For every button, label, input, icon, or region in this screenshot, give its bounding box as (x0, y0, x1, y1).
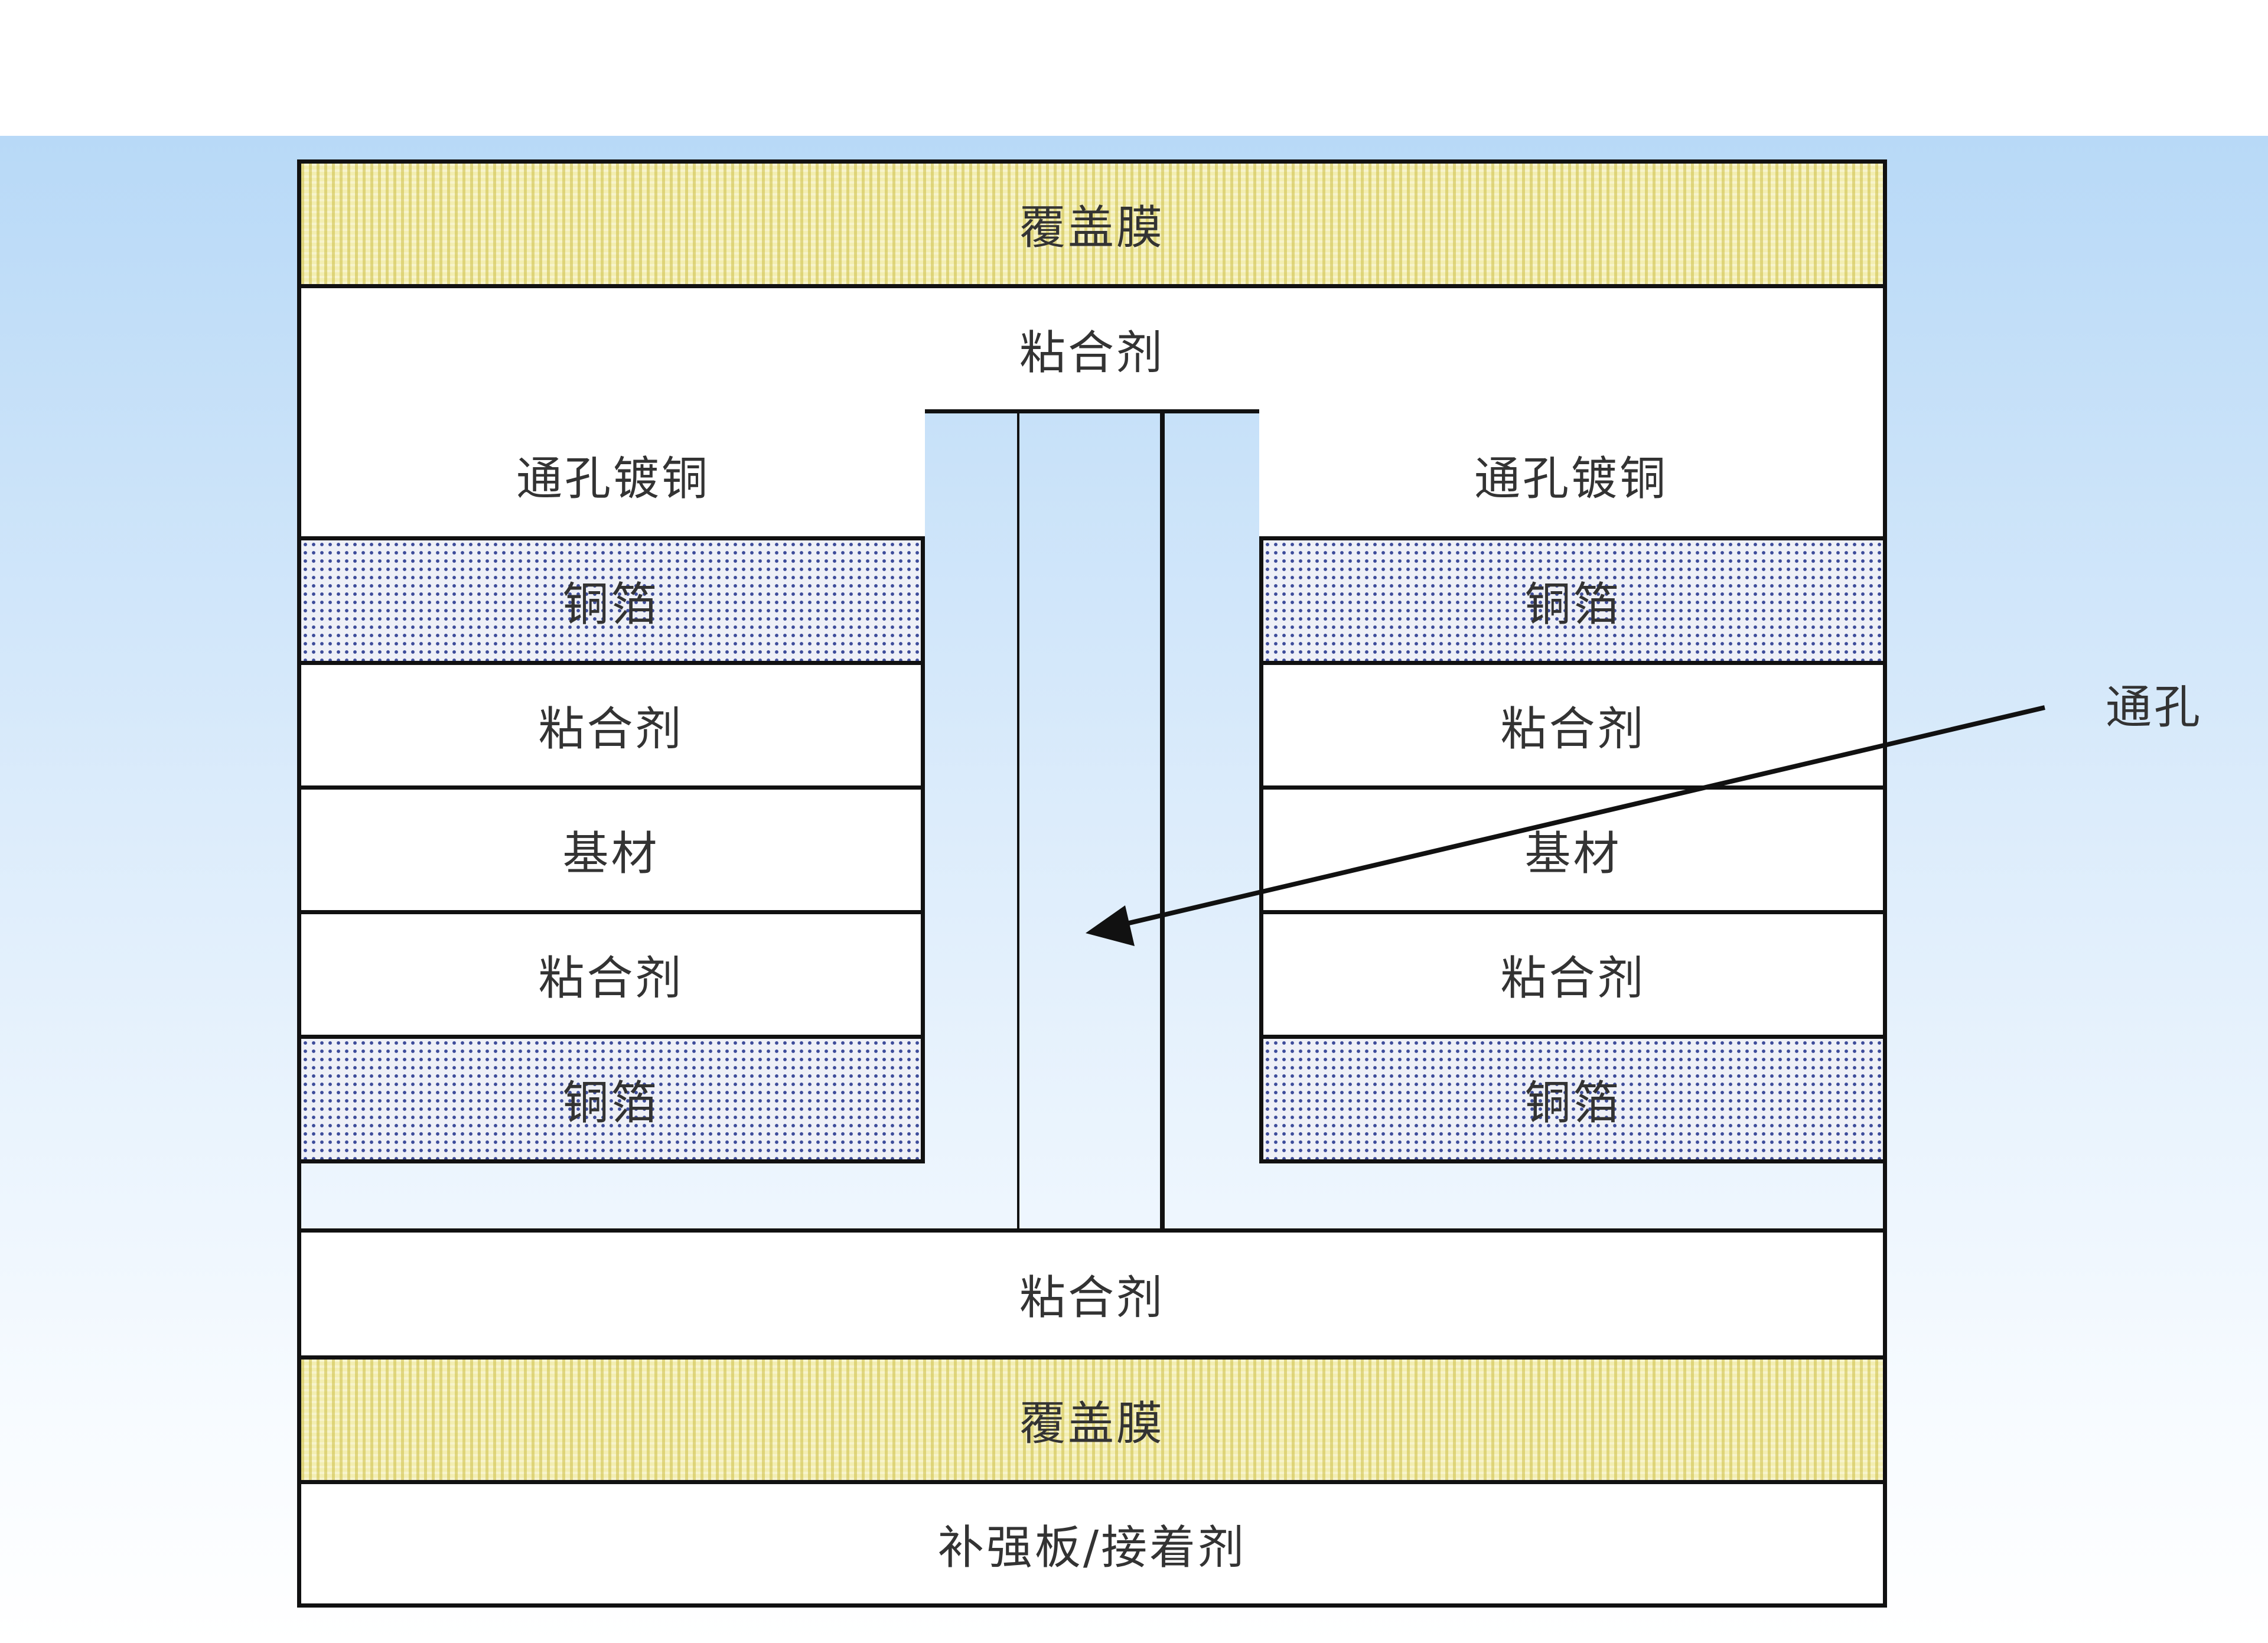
bottom-adhesive-label: 粘合剂 (1019, 1272, 1165, 1325)
left-plating-label: 通孔镀铜 (516, 452, 710, 506)
left-foil-bottom-layer: 铜箔 (297, 1035, 925, 1163)
right-substrate-label: 基材 (1524, 827, 1622, 881)
top-cover-label: 覆盖膜 (1019, 201, 1165, 255)
right-substrate-layer: 基材 (1259, 785, 1887, 914)
left-substrate-label: 基材 (562, 827, 660, 881)
left-adhesive-top-layer: 粘合剂 (297, 661, 925, 790)
right-foil-top-label: 铜箔 (1524, 578, 1622, 631)
right-plating-label: 通孔镀铜 (1474, 452, 1668, 506)
left-adhesive-top-label: 粘合剂 (538, 703, 684, 756)
right-foil-bottom-layer: 铜箔 (1259, 1035, 1887, 1163)
via-right-wall (1160, 413, 1165, 1231)
left-foil-top-layer: 铜箔 (297, 536, 925, 665)
right-adhesive-bottom-label: 粘合剂 (1500, 952, 1646, 1005)
left-substrate-layer: 基材 (297, 785, 925, 914)
right-foil-bottom-label: 铜箔 (1524, 1077, 1622, 1130)
stiffener-label: 补强板/接着剂 (937, 1521, 1247, 1574)
top-adhesive-label: 粘合剂 (1019, 326, 1165, 380)
via-left-wall (1017, 413, 1019, 1231)
left-foil-bottom-label: 铜箔 (562, 1077, 660, 1130)
left-foil-top-label: 铜箔 (562, 578, 660, 631)
right-adhesive-bottom-layer: 粘合剂 (1259, 910, 1887, 1039)
right-adhesive-top-label: 粘合剂 (1500, 703, 1646, 756)
left-adhesive-bottom-layer: 粘合剂 (297, 910, 925, 1039)
top-adhesive-layer: 粘合剂 (297, 284, 1887, 413)
left-plating-layer: 通孔镀铜 (297, 409, 925, 540)
right-adhesive-top-layer: 粘合剂 (1259, 661, 1887, 790)
bottom-adhesive-layer: 粘合剂 (297, 1228, 1887, 1360)
stiffener-layer: 补强板/接着剂 (297, 1480, 1887, 1608)
top-cover-layer: 覆盖膜 (297, 159, 1887, 288)
via-callout-label: 通孔 (2106, 681, 2203, 734)
right-foil-top-layer: 铜箔 (1259, 536, 1887, 665)
bottom-cover-label: 覆盖膜 (1019, 1397, 1165, 1450)
right-plating-layer: 通孔镀铜 (1259, 409, 1887, 540)
left-adhesive-bottom-label: 粘合剂 (538, 952, 684, 1005)
bottom-cover-layer: 覆盖膜 (297, 1355, 1887, 1484)
